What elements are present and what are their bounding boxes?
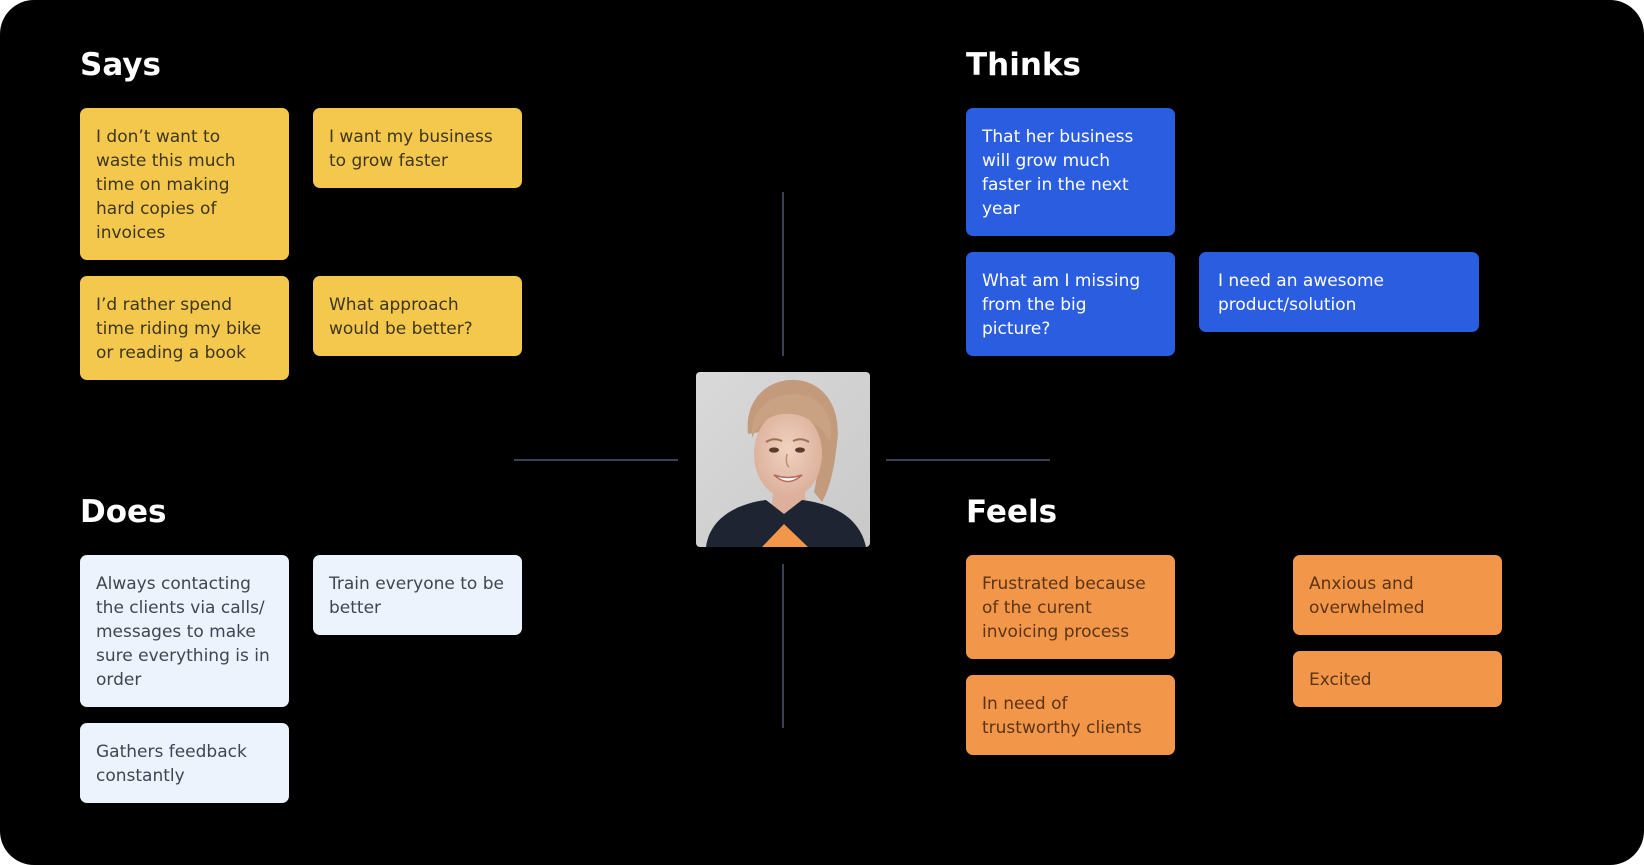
feels-heading: Feels bbox=[966, 494, 1058, 530]
says-note[interactable]: I want my business to grow faster bbox=[313, 108, 522, 188]
feels-note[interactable]: Frustrated because of the curent invoici… bbox=[966, 555, 1175, 659]
divider-line-top bbox=[782, 192, 784, 356]
does-heading: Does bbox=[80, 494, 167, 530]
does-note[interactable]: Train everyone to be better bbox=[313, 555, 522, 635]
says-note[interactable]: I don’t want to waste this much time on … bbox=[80, 108, 289, 260]
divider-line-left bbox=[514, 459, 678, 461]
thinks-note[interactable]: That her business will grow much faster … bbox=[966, 108, 1175, 236]
feels-note[interactable]: Anxious and overwhelmed bbox=[1293, 555, 1502, 635]
feels-note[interactable]: Excited bbox=[1293, 651, 1502, 707]
divider-line-right bbox=[886, 459, 1050, 461]
says-note[interactable]: What approach would be better? bbox=[313, 276, 522, 356]
thinks-note[interactable]: I need an awesome product/solution bbox=[1199, 252, 1479, 332]
says-note[interactable]: I’d rather spend time riding my bike or … bbox=[80, 276, 289, 380]
feels-note[interactable]: In need of trustworthy clients bbox=[966, 675, 1175, 755]
persona-avatar bbox=[696, 372, 870, 547]
divider-line-bottom bbox=[782, 564, 784, 728]
does-note[interactable]: Always contacting the clients via calls/… bbox=[80, 555, 289, 707]
says-heading: Says bbox=[80, 47, 161, 83]
thinks-heading: Thinks bbox=[966, 47, 1081, 83]
does-note[interactable]: Gathers feedback constantly bbox=[80, 723, 289, 803]
persona-photo-icon bbox=[696, 372, 870, 547]
thinks-note[interactable]: What am I missing from the big picture? bbox=[966, 252, 1175, 356]
